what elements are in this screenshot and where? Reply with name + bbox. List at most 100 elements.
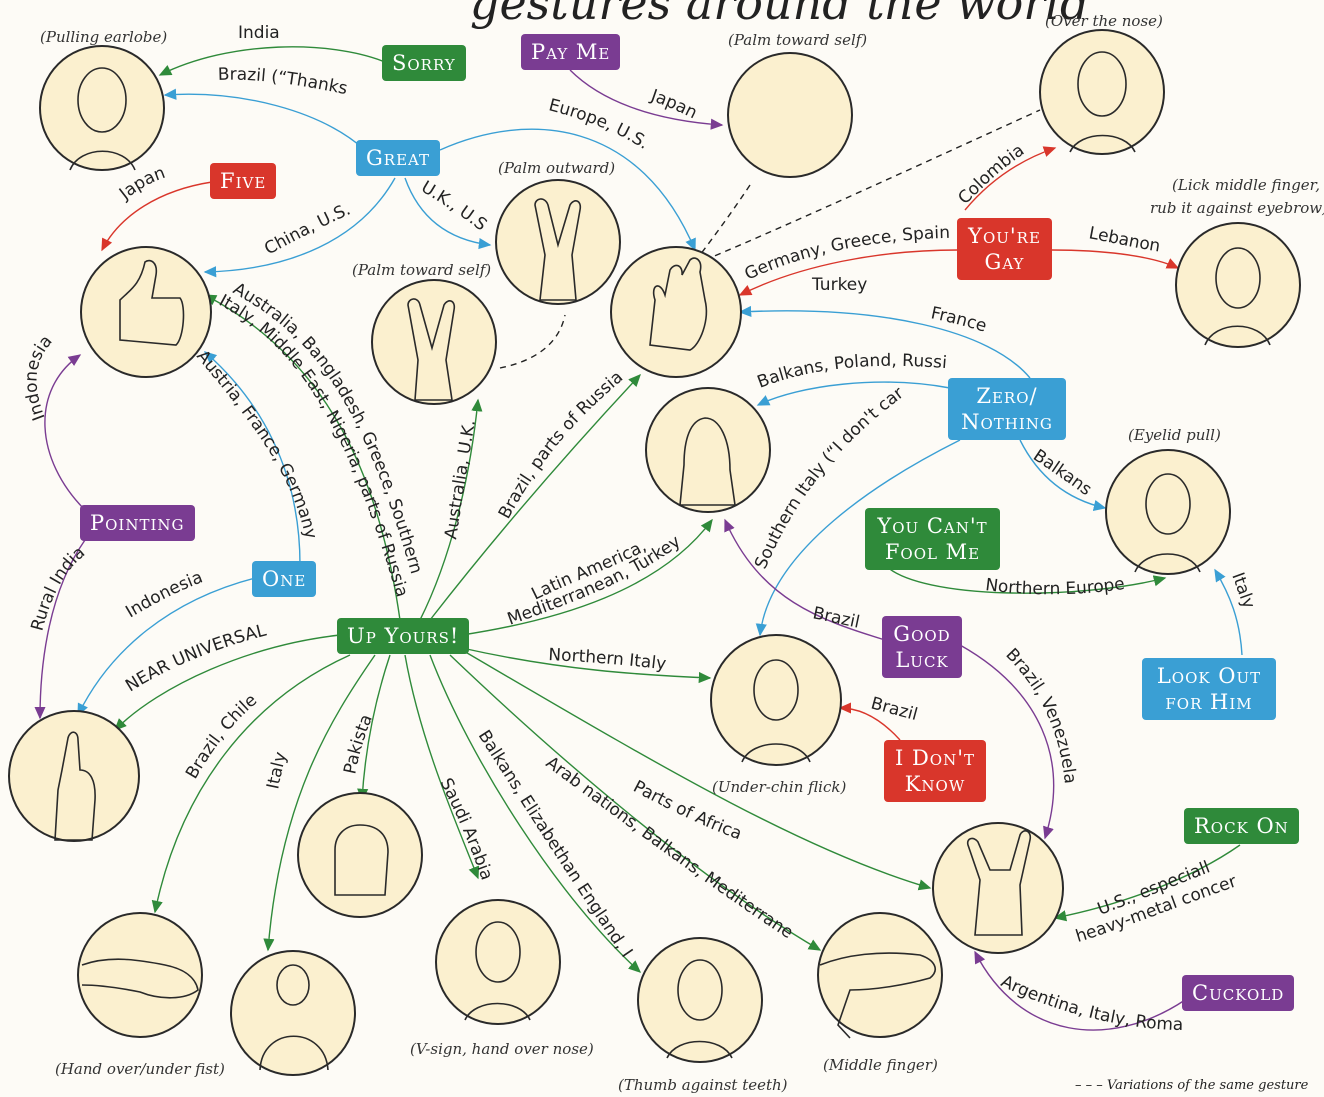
- arrow-lookout-italy: [1214, 568, 1243, 656]
- circle-horns: [932, 822, 1064, 954]
- label-latin-2: Mediterranean, Turkey: [505, 532, 685, 630]
- caption-hand-fist: (Hand over/under fist): [55, 1060, 225, 1078]
- meaning-five: Five: [210, 163, 277, 199]
- hand-icon-horns: [966, 830, 1032, 936]
- hand-icon-flick: [819, 952, 936, 1039]
- face-icon-over-nose: [1069, 51, 1136, 153]
- label-turkey: Turkey: [811, 275, 867, 295]
- caption-thumb-teeth: (Thumb against teeth): [618, 1076, 788, 1094]
- circle-finger-flick: [817, 912, 943, 1038]
- arrow-dontknow-brazil: [838, 702, 901, 741]
- dashed-variation-2: [704, 109, 1041, 261]
- circle-fist: [297, 792, 423, 918]
- meaning-one: One: [252, 561, 317, 597]
- meaning-up-yours: Up Yours!: [337, 618, 470, 654]
- caption-palm-outward: (Palm outward): [498, 159, 615, 177]
- hand-icon-fist: [334, 824, 389, 896]
- dashed-variation-3: [499, 314, 566, 369]
- meaning-youre-gay: You're Gay: [957, 218, 1052, 280]
- captions: (Pulling earlobe) (Palm toward self) (Ov…: [40, 12, 1324, 1094]
- arrow-great-china: [203, 177, 396, 278]
- page-title: gestures around the world: [470, 0, 1090, 30]
- arrow-gay-turkey: [738, 249, 959, 296]
- meaning-cuckold: Cuckold: [1182, 975, 1295, 1011]
- arrow-great-ukus: [404, 177, 492, 250]
- arrow-payme-japan: [569, 69, 724, 130]
- hand-icon-v: [534, 198, 582, 301]
- meaning-you-cant-line-1: You Can't: [877, 514, 988, 538]
- arrow-up-australia: [203, 294, 401, 621]
- circle-arm: [230, 950, 356, 1076]
- label-japan-five: Japan: [115, 163, 168, 205]
- meaning-sorry: Sorry: [382, 45, 466, 81]
- meaning-zero-nothing: Zero/ Nothing: [948, 378, 1066, 440]
- arrow-rockon-us: [1053, 844, 1241, 922]
- meaning-zero-line-2: Nothing: [961, 410, 1053, 434]
- label-indonesia-left: Indonesia: [21, 332, 56, 424]
- label-india: India: [238, 23, 280, 43]
- legend-dash-icon: – – –: [1075, 1078, 1107, 1093]
- arrow-zero-balkans: [1019, 439, 1107, 511]
- arrow-gay-colombia: [964, 146, 1057, 211]
- arrow-up-australiauk: [419, 398, 483, 621]
- label-australia-uk: Australia, U.K.: [441, 418, 480, 540]
- arrow-gay-lebanon: [1051, 249, 1180, 269]
- meaning-i-dont-know: I Don't Know: [884, 740, 986, 802]
- caption-lick-2: rub it against eyebrow): [1150, 199, 1324, 217]
- meaning-pay-me: Pay Me: [521, 34, 621, 70]
- caption-eyelid: (Eyelid pull): [1128, 426, 1221, 444]
- label-brazil-russia: Brazil, parts of Russia: [495, 367, 627, 522]
- circle-v-nose: [435, 899, 561, 1025]
- arrow-up-brazilchile: [151, 654, 351, 914]
- face-icon-v-nose: [464, 921, 531, 1021]
- arrow-cuckold-arg: [974, 950, 1186, 1031]
- hand-icon-fingertips: [679, 417, 736, 506]
- gesture-circles: [8, 29, 1301, 1076]
- arrow-youcant-north: [884, 564, 1167, 594]
- arrow-zero-balkans-poland: [756, 381, 951, 406]
- hand-icon-hand-fist: [81, 958, 199, 999]
- meaning-good-luck-line-1: Good: [893, 622, 951, 646]
- meaning-you-cant-fool-me: You Can't Fool Me: [865, 508, 1000, 570]
- circle-thumb-teeth: [637, 937, 763, 1063]
- face-icon-eyelid: [1134, 473, 1201, 573]
- label-europe-us: Europe, U.S.: [547, 95, 653, 153]
- arrow-up-near: [114, 634, 341, 731]
- circle-lick-eyebrow: [1175, 222, 1301, 348]
- arrow-zero-southitaly: [755, 439, 961, 637]
- legend: – – – Variations of the same gesture: [1075, 1078, 1308, 1093]
- gesture-sketches: [54, 51, 1271, 1071]
- legend-label: Variations of the same gesture: [1106, 1078, 1309, 1093]
- caption-under-chin: (Under-chin flick): [712, 778, 846, 796]
- hand-icon-middle: [54, 731, 96, 841]
- hand-icon-v-self: [407, 298, 456, 401]
- meaning-look-out-line-2: for Him: [1165, 690, 1253, 714]
- label-france: France: [929, 303, 989, 336]
- circle-thumbs-up: [80, 246, 212, 378]
- circle-ok: [610, 246, 742, 378]
- label-saudi: Saudi Arabia: [436, 775, 497, 883]
- arrow-pointing-indonesia: [44, 354, 86, 511]
- circle-eyelid: [1105, 449, 1231, 575]
- arrow-sorry-india: [158, 46, 386, 76]
- arrow-goodluck-venezuela: [959, 644, 1055, 840]
- meaning-dont-know-line-1: I Don't: [894, 746, 975, 770]
- caption-palm-self-v: (Palm toward self): [352, 261, 491, 279]
- circle-middle-finger: [8, 710, 140, 842]
- circle-earlobe: [39, 45, 165, 171]
- label-japan-payme: Japan: [647, 85, 700, 123]
- arrow-up-arab: [449, 654, 822, 951]
- label-northern-italy: Northern Italy: [548, 645, 667, 674]
- caption-over-nose: (Over the nose): [1045, 12, 1163, 30]
- arrow-up-latin: [461, 518, 713, 636]
- label-brazil-venezuela: Brazil, Venezuela: [1001, 645, 1079, 785]
- arrow-up-saudi: [404, 654, 480, 880]
- arrow-one-austria: [203, 351, 301, 566]
- caption-earlobe: (Pulling earlobe): [40, 28, 167, 46]
- label-italy-arm: Italy: [263, 750, 291, 791]
- arrow-up-brazilrussia: [429, 373, 641, 621]
- meaning-great: Great: [356, 140, 441, 176]
- face-icon-arm: [259, 964, 329, 1071]
- meaning-rock-on: Rock On: [1184, 808, 1299, 844]
